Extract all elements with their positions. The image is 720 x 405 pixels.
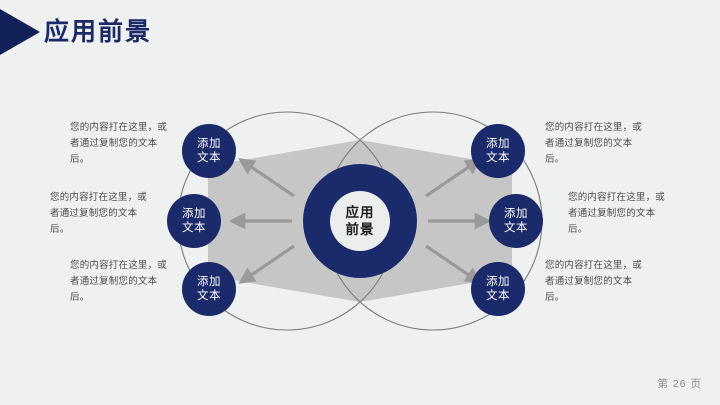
arrow-right-top <box>425 158 482 198</box>
node-left-bottom[interactable]: 添加 文本 <box>182 262 236 316</box>
node-right-bottom-line-2: 文本 <box>486 290 510 302</box>
caption-left-bottom: 您的内容打在这里，或者通过复制您的文本后。 <box>70 260 168 303</box>
page-title: 应用前景 <box>44 18 153 46</box>
page-number: 第 26 页 <box>657 378 702 390</box>
node-right-top-line-1: 添加 <box>486 138 510 150</box>
caption-left-top: 您的内容打在这里，或者通过复制您的文本后。 <box>70 122 168 165</box>
arrow-right-bottom <box>425 244 482 284</box>
node-right-bottom[interactable]: 添加 文本 <box>471 262 525 316</box>
node-right-middle[interactable]: 添加 文本 <box>489 194 543 248</box>
arrow-left-bottom <box>238 244 295 284</box>
node-left-middle-line-2: 文本 <box>182 222 206 234</box>
node-left-top[interactable]: 添加 文本 <box>182 124 236 178</box>
node-right-middle-line-2: 文本 <box>504 222 528 234</box>
caption-right-top: 您的内容打在这里，或者通过复制您的文本后。 <box>545 122 643 165</box>
header-arrow-icon <box>0 9 40 55</box>
node-right-bottom-line-1: 添加 <box>486 276 510 288</box>
node-left-bottom-line-1: 添加 <box>197 276 221 288</box>
node-left-middle[interactable]: 添加 文本 <box>167 194 221 248</box>
caption-right-middle: 您的内容打在这里，或者通过复制您的文本后。 <box>568 192 666 235</box>
node-right-top-line-2: 文本 <box>486 152 510 164</box>
center-hub-label: 应用 前景 <box>330 191 390 251</box>
node-left-middle-line-1: 添加 <box>182 208 206 220</box>
flow-arrows <box>228 158 492 284</box>
node-right-middle-line-1: 添加 <box>504 208 528 220</box>
node-left-top-line-1: 添加 <box>197 138 221 150</box>
arrow-left-top <box>238 158 295 198</box>
node-left-bottom-line-2: 文本 <box>197 290 221 302</box>
node-right-top[interactable]: 添加 文本 <box>471 124 525 178</box>
center-hub-line-1: 应用 <box>345 205 375 220</box>
center-hub-line-2: 前景 <box>345 222 375 237</box>
caption-right-bottom: 您的内容打在这里，或者通过复制您的文本后。 <box>545 260 643 303</box>
node-left-top-line-2: 文本 <box>197 152 221 164</box>
caption-left-middle: 您的内容打在这里，或者通过复制您的文本后。 <box>50 192 148 235</box>
